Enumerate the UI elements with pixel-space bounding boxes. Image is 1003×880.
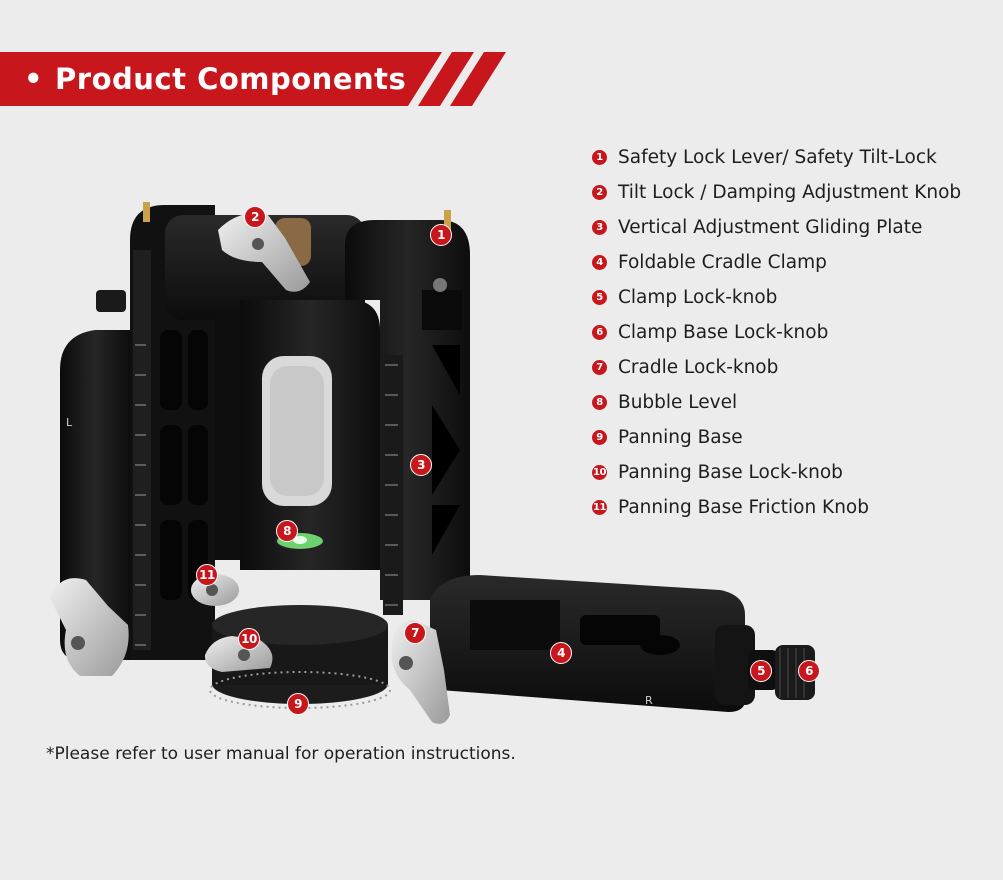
footnote: *Please refer to user manual for operati… [46,744,516,764]
legend-item: 9 Panning Base [592,420,997,455]
legend-label: Vertical Adjustment Gliding Plate [618,217,923,238]
legend-item: 7 Cradle Lock-knob [592,350,997,385]
gimbal-head-drawing: L [50,202,815,724]
legend-item: 3 Vertical Adjustment Gliding Plate [592,210,997,245]
legend-item: 4 Foldable Cradle Clamp [592,245,997,280]
legend-number: 4 [592,255,607,270]
right-plate-mark: R [645,694,653,707]
legend-number: 10 [592,465,607,480]
callout-marker: 4 [550,642,572,664]
callout-marker: 8 [276,520,298,542]
callout-marker: 9 [287,693,309,715]
gimbal-head-illustration: L [0,120,1003,740]
tilt-lock-lever [218,213,310,292]
legend-number: 9 [592,430,607,445]
legend-item: 1 Safety Lock Lever/ Safety Tilt-Lock [592,140,997,175]
left-plate-mark: L [66,416,73,429]
legend-number: 11 [592,500,607,515]
legend-number: 1 [592,150,607,165]
legend-item: 5 Clamp Lock-knob [592,280,997,315]
legend-number: 5 [592,290,607,305]
legend-label: Panning Base Lock-knob [618,462,843,483]
page-title-text: Product Components [55,62,407,96]
legend-item: 8 Bubble Level [592,385,997,420]
legend-number: 6 [592,325,607,340]
callout-marker: 3 [410,454,432,476]
legend-label: Panning Base [618,427,743,448]
legend-label: Panning Base Friction Knob [618,497,869,518]
legend-item: 11 Panning Base Friction Knob [592,490,997,525]
callout-marker: 6 [798,660,820,682]
legend-label: Cradle Lock-knob [618,357,779,378]
legend-label: Foldable Cradle Clamp [618,252,827,273]
callout-marker: 1 [430,224,452,246]
legend-item: 6 Clamp Base Lock-knob [592,315,997,350]
callout-marker: 10 [238,628,260,650]
callout-marker: 11 [196,564,218,586]
legend-label: Safety Lock Lever/ Safety Tilt-Lock [618,147,937,168]
page-title: • Product Components [24,59,406,99]
legend-number: 7 [592,360,607,375]
banner-shape [0,52,506,106]
bullet-dot: • [24,62,44,96]
legend-number: 3 [592,220,607,235]
component-legend: 1 Safety Lock Lever/ Safety Tilt-Lock 2 Ti… [592,140,997,525]
legend-item: 2 Tilt Lock / Damping Adjustment Knob [592,175,997,210]
legend-label: Tilt Lock / Damping Adjustment Knob [618,182,962,203]
legend-label: Clamp Lock-knob [618,287,778,308]
callout-marker: 2 [244,206,266,228]
legend-item: 10 Panning Base Lock-knob [592,455,997,490]
legend-label: Clamp Base Lock-knob [618,322,829,343]
callout-marker: 5 [750,660,772,682]
legend-number: 8 [592,395,607,410]
legend-number: 2 [592,185,607,200]
section-banner: • Product Components [0,52,520,106]
callout-marker: 7 [404,622,426,644]
legend-label: Bubble Level [618,392,738,413]
